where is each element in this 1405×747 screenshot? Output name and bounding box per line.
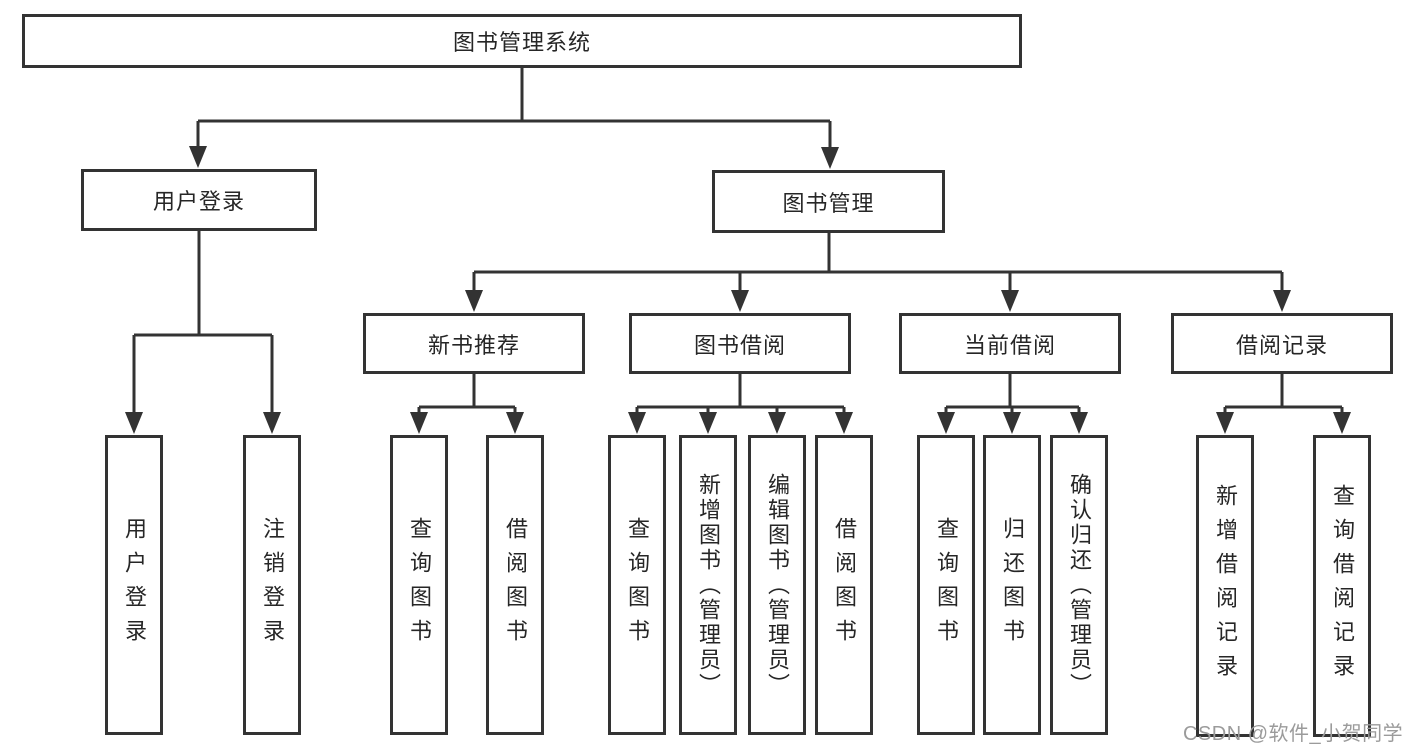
node-book-management-module: 图书管理 — [712, 170, 945, 233]
node-label: 新书推荐 — [427, 332, 520, 358]
node-label: 当前借阅 — [963, 332, 1056, 358]
node-label: 确认归还（管理员） — [1067, 472, 1092, 698]
node-label: 查询图书 — [625, 517, 650, 653]
leaf-bb-query-books: 查询图书 — [608, 435, 666, 735]
leaf-cb-confirm-return-admin: 确认归还（管理员） — [1050, 435, 1108, 735]
node-label: 图书借阅 — [693, 332, 786, 358]
node-book-borrowing: 图书借阅 — [629, 313, 851, 374]
csdn-watermark: CSDN @软件_小贺同学 — [1183, 723, 1404, 745]
leaf-br-add-record: 新增借阅记录 — [1196, 435, 1254, 737]
node-label: 查询图书 — [934, 517, 959, 653]
node-label: 图书管理 — [782, 190, 875, 216]
arrowhead-icons — [125, 146, 1351, 434]
leaf-br-query-record: 查询借阅记录 — [1313, 435, 1371, 737]
node-label: 图书管理系统 — [452, 30, 591, 55]
node-label: 用户登录 — [122, 517, 147, 653]
node-label: 用户登录 — [152, 189, 245, 214]
leaf-bb-add-books-admin: 新增图书（管理员） — [679, 435, 737, 735]
leaf-user-login: 用户登录 — [105, 435, 163, 735]
node-label: 借阅记录 — [1235, 332, 1328, 358]
node-borrowing-records: 借阅记录 — [1171, 313, 1393, 374]
node-label: 编辑图书（管理员） — [765, 472, 790, 698]
node-label: 新增图书（管理员） — [696, 472, 721, 698]
node-user-login-module: 用户登录 — [81, 169, 317, 231]
leaf-cb-query-books: 查询图书 — [917, 435, 975, 735]
leaf-nbr-query-books: 查询图书 — [390, 435, 448, 735]
node-label: 新增借阅记录 — [1213, 484, 1238, 688]
node-label: 查询图书 — [407, 517, 432, 653]
node-label: 注销登录 — [260, 517, 285, 653]
node-label: 借阅图书 — [832, 517, 857, 653]
node-label: 查询借阅记录 — [1330, 484, 1355, 688]
leaf-logout: 注销登录 — [243, 435, 301, 735]
leaf-cb-return-books: 归还图书 — [983, 435, 1041, 735]
node-system-root: 图书管理系统 — [22, 14, 1022, 68]
node-current-borrowing: 当前借阅 — [899, 313, 1121, 374]
node-new-book-recommend: 新书推荐 — [363, 313, 585, 374]
node-label: 借阅图书 — [503, 517, 528, 653]
node-label: 归还图书 — [1000, 517, 1025, 653]
leaf-nbr-borrow-books: 借阅图书 — [486, 435, 544, 735]
leaf-bb-borrow-books: 借阅图书 — [815, 435, 873, 735]
leaf-bb-edit-books-admin: 编辑图书（管理员） — [748, 435, 806, 735]
